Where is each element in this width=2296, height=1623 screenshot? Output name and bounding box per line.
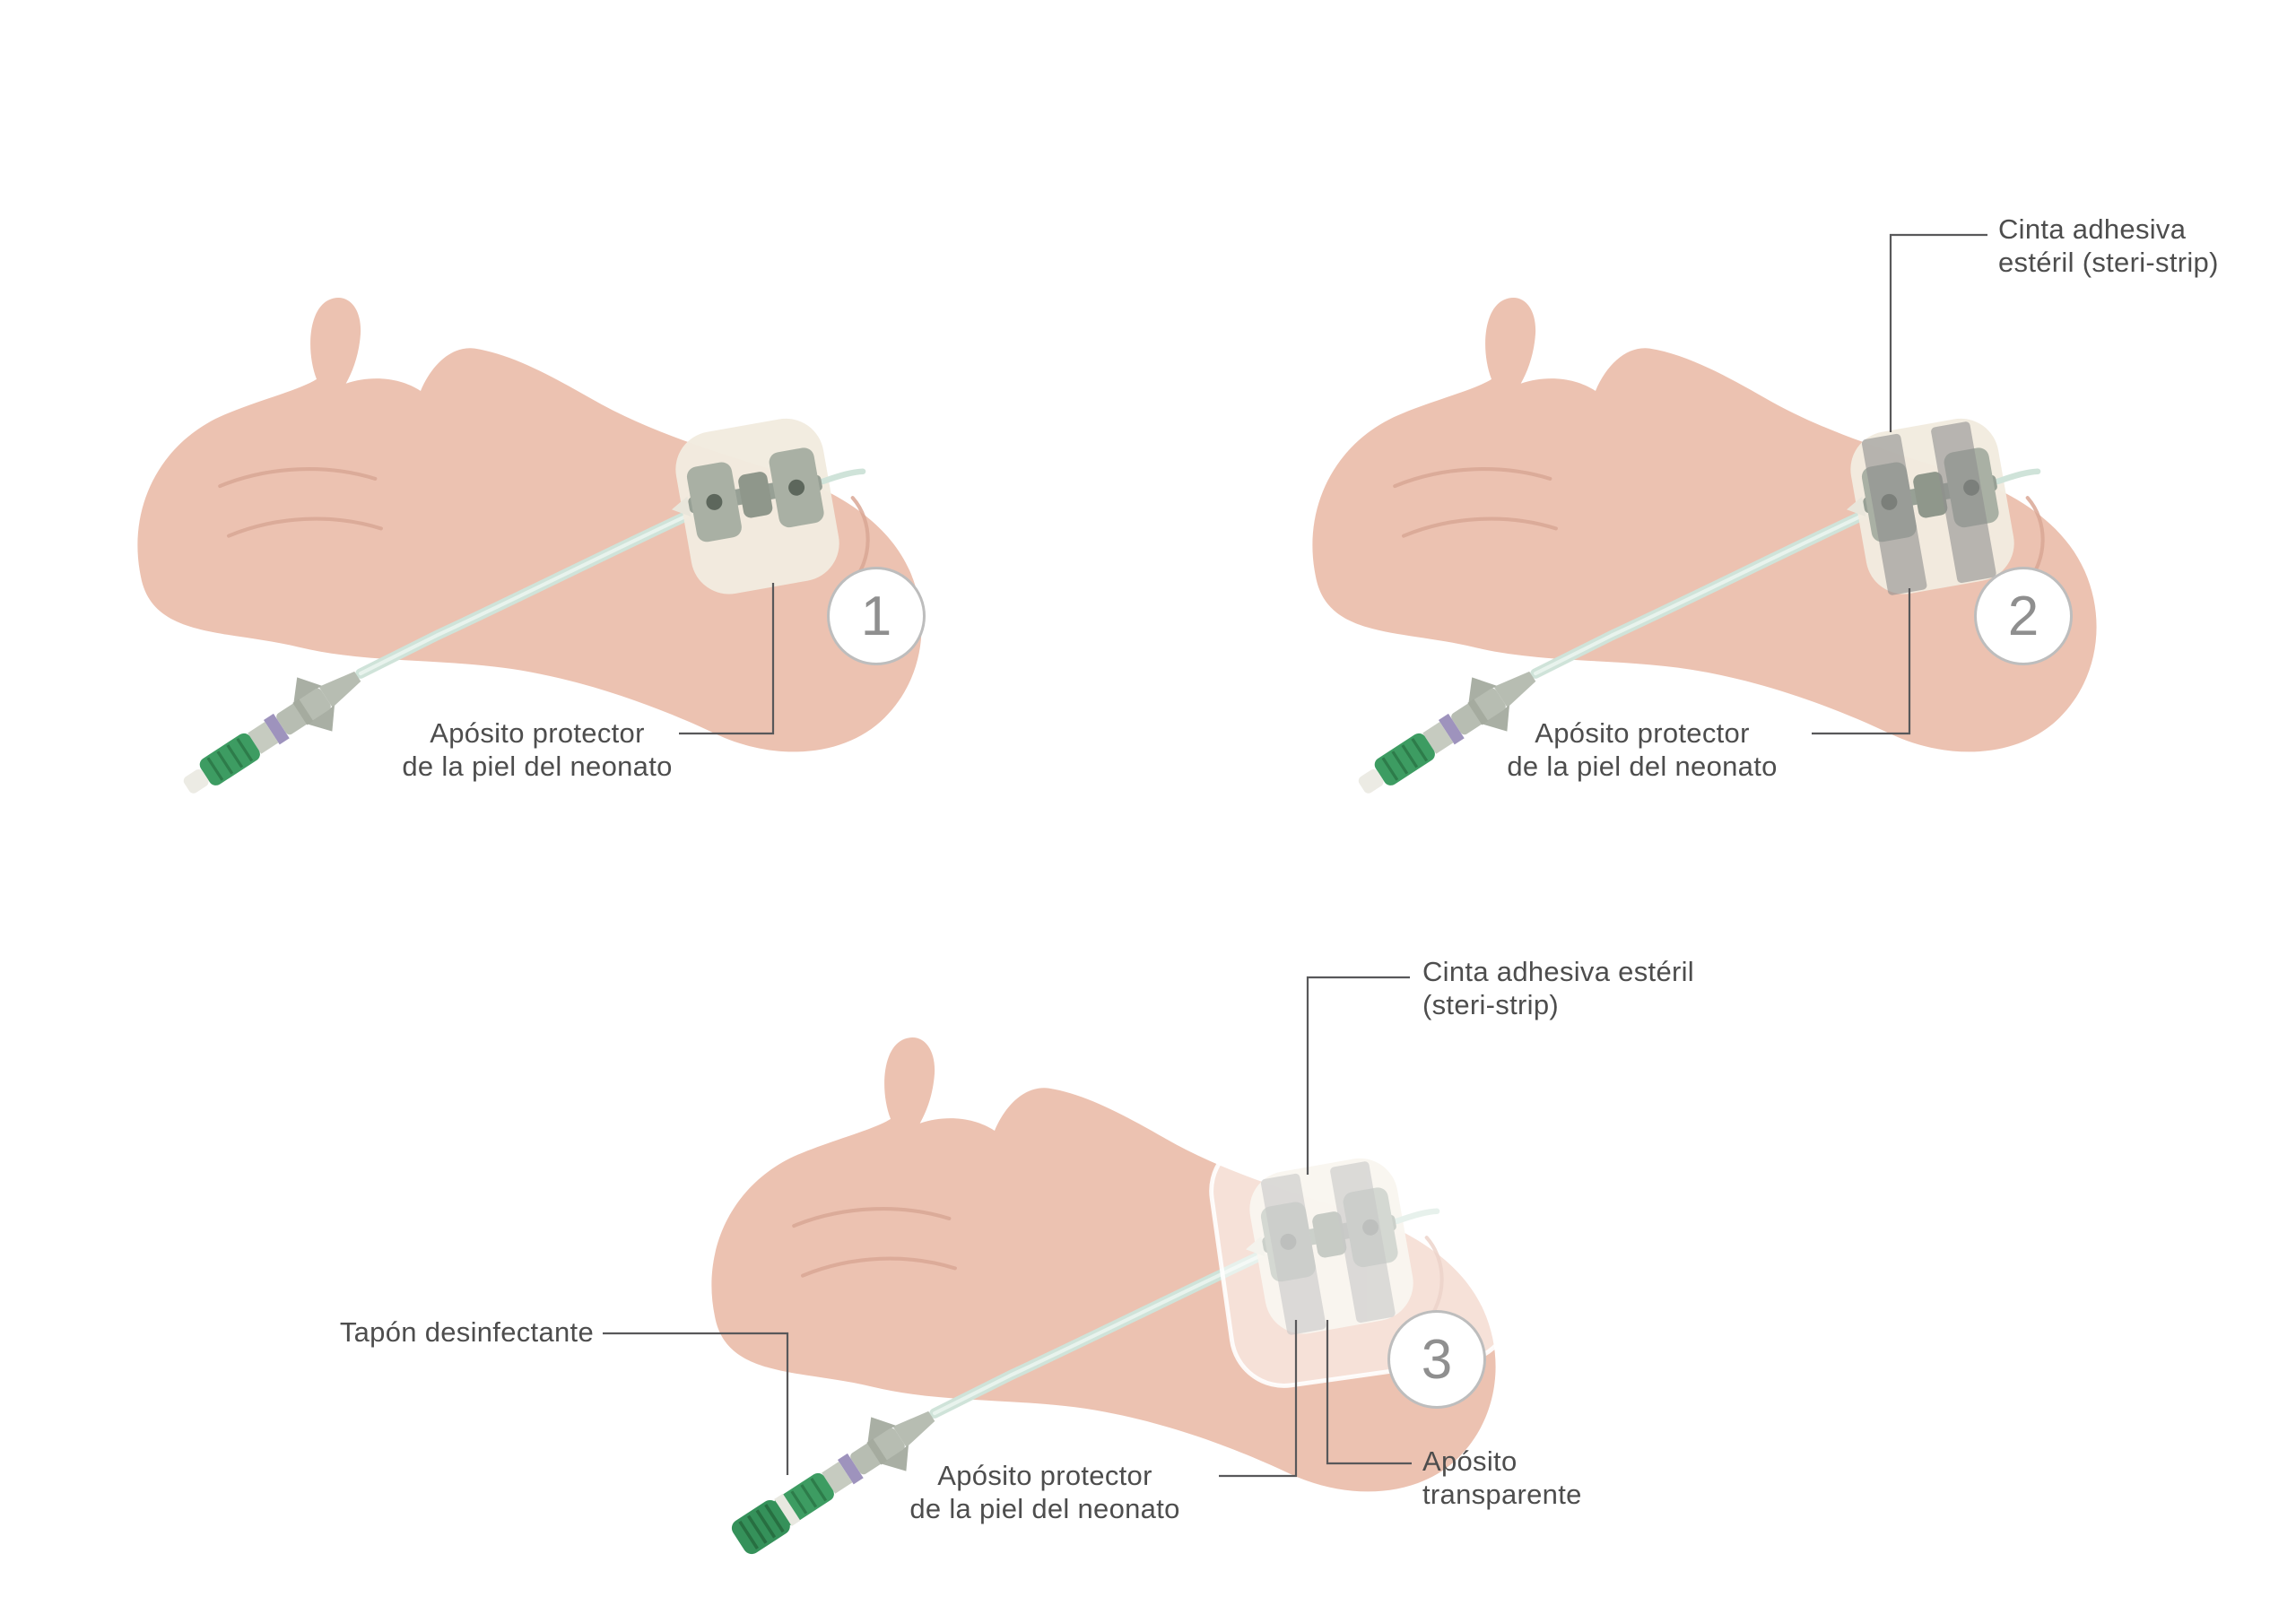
label-p2-cinta-adhesiva: Cinta adhesiva estéril (steri-strip) bbox=[1998, 213, 2219, 278]
label-p3-cinta-adhesiva: Cinta adhesiva estéril (steri-strip) bbox=[1422, 956, 1694, 1020]
leader-p3-tapon bbox=[603, 1332, 789, 1475]
leader-p3-cinta-adhesiva bbox=[1306, 976, 1410, 1175]
label-p3-aposito-protector: Apósito protector de la piel del neonato bbox=[909, 1460, 1180, 1524]
label-p1-aposito-protector: Apósito protector de la piel del neonato bbox=[402, 717, 673, 782]
leader-p3-aposito-transparente bbox=[1326, 1320, 1412, 1465]
step-badge-1: 1 bbox=[827, 567, 926, 665]
label-p2-aposito-protector: Apósito protector de la piel del neonato bbox=[1507, 717, 1778, 782]
leader-p2-aposito-protector bbox=[1812, 588, 1911, 735]
label-p3-tapon-desinfectante: Tapón desinfectante bbox=[339, 1316, 594, 1348]
leader-p3-aposito-protector bbox=[1219, 1320, 1298, 1478]
leader-p1-aposito-protector bbox=[679, 583, 775, 735]
leader-p2-cinta-adhesiva bbox=[1889, 233, 1987, 432]
label-p3-aposito-transparente: Apósito transparente bbox=[1422, 1445, 1582, 1510]
step-badge-2: 2 bbox=[1974, 567, 2073, 665]
step-badge-3: 3 bbox=[1387, 1310, 1486, 1409]
